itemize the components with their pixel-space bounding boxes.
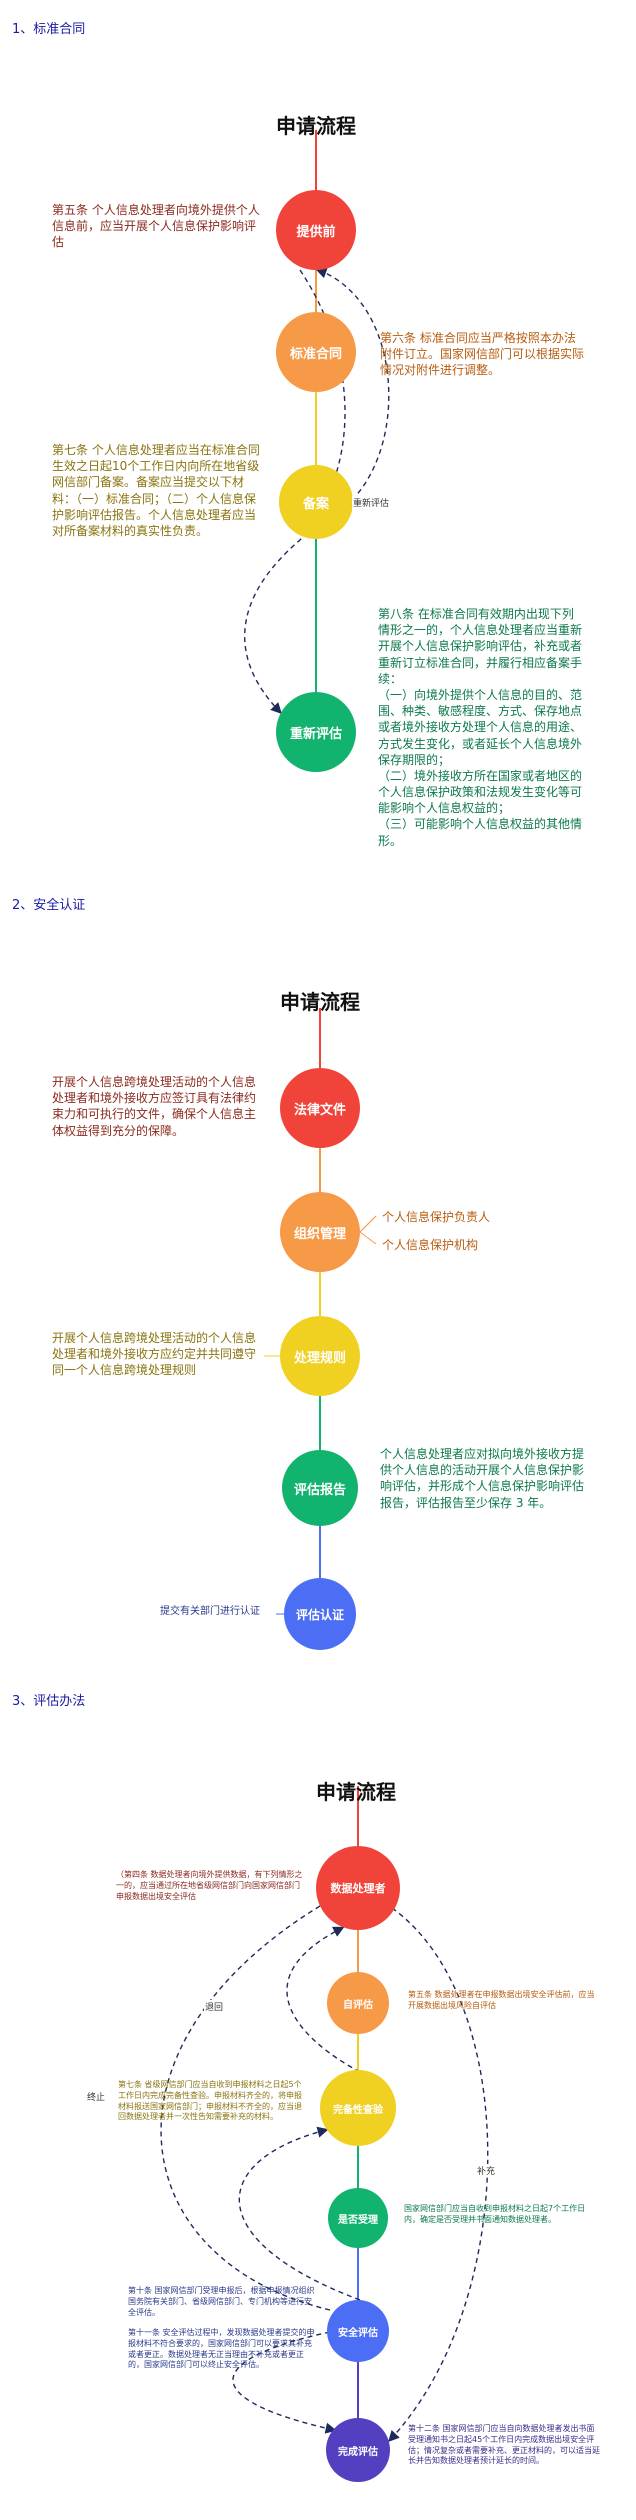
node-assessment-report: 评估报告 [282,1450,358,1526]
note-article-8: 第八条 在标准合同有效期内出现下列情形之一的，个人信息处理者应当重新开展个人信息… [378,606,584,849]
node-processing-rules: 处理规则 [280,1316,360,1396]
node-before-provision: 提供前 [276,190,356,270]
note-text: 第五条 个人信息处理者向境外提供个人信息前，应当开展个人信息保护影响评估 [52,203,260,250]
node-label: 法律文件 [293,1102,346,1118]
edge-label-terminate: 终止 [86,2090,107,2103]
node-completeness-check: 完备性查验 [320,2070,396,2146]
note-legal-documents: 开展个人信息跨境处理活动的个人信息处理者和境外接收方应签订具有法律约束力和可执行… [52,1074,262,1139]
node-reassessment: 重新评估 [276,692,356,772]
node-filing: 备案 [279,465,353,539]
leader-line [359,1215,377,1233]
dashed-arrow-return [286,1926,361,2073]
note-text: 第十条 国家网信部门受理申报后，根据申报情况组织国务院有关部门、省级网信部门、专… [128,2286,315,2317]
note-article-4: （第四条 数据处理者向境外提供数据，有下列情形之一的，应当通过所在地省级网信部门… [116,1870,306,1902]
note-assessment-report: 个人信息处理者应对拟向境外接收方提供个人信息的活动开展个人信息保护影响评估，并形… [380,1446,592,1511]
dashed-arrow-to-complete [232,2331,337,2434]
note-article-10: 第十条 国家网信部门受理申报后，根据申报情况组织国务院有关部门、省级网信部门、专… [128,2286,318,2318]
dashed-arrow-terminate [160,1898,333,2311]
note-text: 开展个人信息跨境处理活动的个人信息处理者和境外接收方应签订具有法律约束力和可执行… [52,1075,257,1138]
section-heading-security-certification: 2、安全认证 [12,898,86,913]
node-label: 评估认证 [295,1607,344,1622]
note-article-5: 第五条 个人信息处理者向境外提供个人信息前，应当开展个人信息保护影响评估 [52,202,262,251]
note-article-7-check: 第七条 省级网信部门应当自收到申报材料之日起5个工作日内完成完备性查验。申报材料… [118,2080,308,2123]
note-protection-agency: 个人信息保护机构 [382,1237,582,1253]
note-article-7: 第七条 个人信息处理者应当在标准合同生效之日起10个工作日内向所在地省级网信部门… [52,442,264,539]
leader-line [359,1231,377,1245]
flow-title: 申请流程 [276,114,356,138]
note-text: 第五条 数据处理者在申报数据出境安全评估前，应当开展数据出境风险自评估 [408,1990,595,2010]
note-protection-officer: 个人信息保护负责人 [382,1209,582,1225]
edge-label-supplement: 补充 [476,2164,497,2177]
note-article-11: 第十一条 安全评估过程中，发现数据处理者提交的申报材料不符合要求的，国家网信部门… [128,2328,318,2371]
note-acceptance-notice: 国家网信部门应当自收到申报材料之日起7个工作日内，确定是否受理并书面通知数据处理… [404,2204,600,2226]
note-text: 提交有关部门进行认证 [160,1606,260,1617]
note-text: 第七条 个人信息处理者应当在标准合同生效之日起10个工作日内向所在地省级网信部门… [52,443,260,538]
note-article-6: 第六条 标准合同应当严格按照本办法附件订立。国家网信部门可以根据实际情况对附件进… [380,330,586,379]
dashed-arrow-filing-to-provision [315,267,390,501]
note-text: 第七条 省级网信部门应当自收到申报材料之日起5个工作日内完成完备性查验。申报材料… [118,2080,302,2122]
note-text: 第八条 在标准合同有效期内出现下列情形之一的，个人信息处理者应当重新开展个人信息… [378,607,583,848]
note-text: 第十一条 安全评估过程中，发现数据处理者提交的申报材料不符合要求的，国家网信部门… [128,2328,315,2370]
node-label: 完成评估 [338,2446,378,2458]
section-heading-standard-contract: 1、标准合同 [12,22,86,37]
node-self-assessment: 自评估 [327,1972,389,2034]
note-text: 开展个人信息跨境处理活动的个人信息处理者和境外接收方应约定并共同遵守同一个人信息… [52,1331,257,1378]
node-label: 重新评估 [289,726,342,742]
node-label: 自评估 [343,1999,373,2011]
node-legal-documents: 法律文件 [280,1068,360,1148]
node-organization-management: 组织管理 [280,1192,360,1272]
node-label: 提供前 [296,224,336,240]
node-data-processor: 数据处理者 [316,1846,400,1930]
node-label: 标准合同 [289,346,342,362]
node-label: 备案 [302,496,329,512]
note-article-5-self: 第五条 数据处理者在申报数据出境安全评估前，应当开展数据出境风险自评估 [408,1990,600,2012]
node-assessment-certification: 评估认证 [284,1578,356,1650]
note-text: 国家网信部门应当自收到申报材料之日起7个工作日内，确定是否受理并书面通知数据处理… [404,2204,586,2224]
note-text: 个人信息保护负责人 [382,1210,491,1224]
node-acceptance: 是否受理 [328,2188,388,2248]
node-label: 数据处理者 [330,1882,386,1895]
flow-title: 申请流程 [316,1780,396,1804]
note-text: 个人信息处理者应对拟向境外接收方提供个人信息的活动开展个人信息保护影响评估，并形… [380,1447,585,1510]
node-label: 处理规则 [293,1350,346,1366]
section-heading-assessment-measures: 3、评估办法 [12,1694,86,1709]
node-label: 安全评估 [338,2327,378,2339]
node-label: 是否受理 [338,2214,378,2226]
note-text: 第十二条 国家网信部门应当自向数据处理者发出书面受理通知书之日起45个工作日内完… [408,2424,600,2466]
node-label: 评估报告 [293,1482,346,1498]
dashed-arrow-supplement [388,1907,489,2443]
node-standard-contract: 标准合同 [276,312,356,392]
node-assessment-complete: 完成评估 [326,2418,390,2482]
note-text: 第六条 标准合同应当严格按照本办法附件订立。国家网信部门可以根据实际情况对附件进… [380,331,585,378]
node-label: 组织管理 [293,1226,346,1242]
note-article-12: 第十二条 国家网信部门应当自向数据处理者发出书面受理通知书之日起45个工作日内完… [408,2424,600,2467]
node-label: 完备性查验 [333,2104,383,2116]
edge-label-reassess: 重新评估 [352,496,391,509]
note-submit-certification: 提交有关部门进行认证 [160,1605,280,1619]
note-processing-rules: 开展个人信息跨境处理活动的个人信息处理者和境外接收方应约定并共同遵守同一个人信息… [52,1330,262,1379]
flow-title: 申请流程 [280,990,360,1014]
node-security-assessment: 安全评估 [327,2300,389,2362]
edge-label-return: 退回 [204,2000,225,2013]
note-text: 个人信息保护机构 [382,1238,479,1252]
note-text: （第四条 数据处理者向境外提供数据，有下列情形之一的，应当通过所在地省级网信部门… [116,1870,303,1901]
